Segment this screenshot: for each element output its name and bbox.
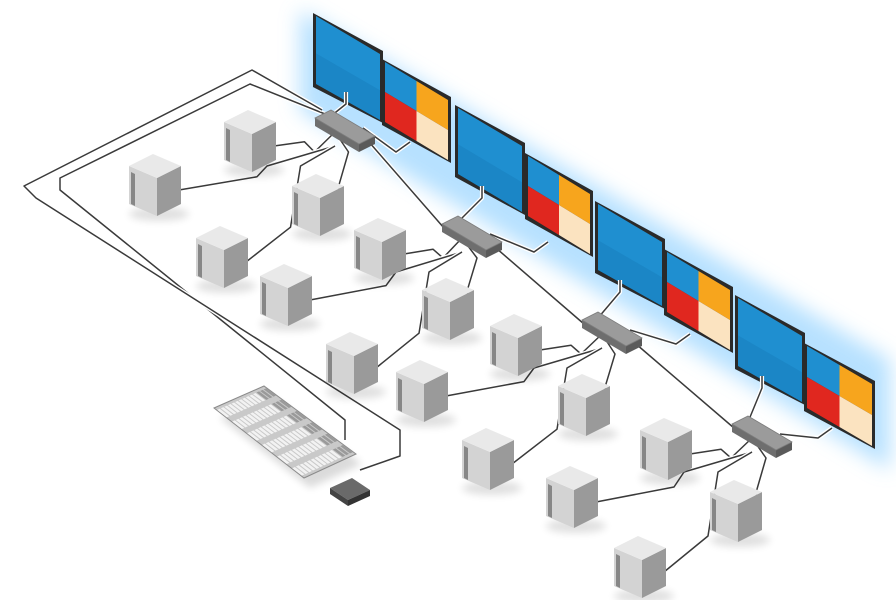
monitor-screen-blue — [458, 108, 522, 212]
computer-tower-icon — [614, 536, 674, 600]
cable-console-loop — [59, 83, 346, 440]
computer-tower-icon — [224, 110, 284, 177]
cable-switch-chain — [368, 141, 445, 229]
monitor-screen-quad-cell — [559, 205, 590, 254]
monitor-screen-blue — [738, 298, 802, 402]
cable-switch-to-monitor — [779, 427, 833, 439]
cable-switch-to-monitor — [747, 376, 763, 423]
monitor-screen-quad-cell — [667, 252, 699, 301]
computer-tower-icon — [462, 428, 522, 495]
mouse-icon — [330, 478, 370, 506]
cable-computer-to-switch — [539, 333, 603, 355]
computer-tower-icon — [710, 480, 770, 547]
monitor-screen-quad-cell — [385, 62, 417, 111]
monitor-screen-quad-cell — [385, 92, 417, 141]
monitor-screen-blue — [598, 204, 662, 306]
monitor-wall — [313, 13, 875, 449]
kvm-switch-icon — [731, 415, 793, 458]
monitor-screen-quad-cell — [807, 346, 840, 396]
cable-switch-to-monitor — [489, 233, 549, 253]
cable-switch-to-monitor — [597, 280, 621, 319]
keyboard-icon — [213, 385, 362, 488]
monitor-screen-blue — [316, 16, 380, 120]
computer-tower-icon — [326, 332, 386, 399]
monitor-screen-shade — [316, 53, 380, 120]
computer-tower-icon — [640, 418, 700, 485]
cable-switch-chain — [495, 247, 585, 325]
monitor-screen-quad-cell — [807, 377, 840, 427]
monitor-screen-quad-cell — [698, 301, 730, 350]
computer-tower-icon — [260, 264, 320, 331]
monitor-screen-quad-cell — [528, 156, 559, 205]
computer-tower-icon — [196, 226, 256, 293]
cable-computer-to-switch — [273, 131, 336, 153]
monitor-screen-quad-cell — [559, 175, 590, 224]
monitor-screen-shade — [738, 335, 802, 402]
computer-tower-icon — [354, 218, 414, 285]
computer-tower-icon — [490, 314, 550, 381]
computer-tower-icon — [422, 278, 482, 345]
monitor-screen-quad-cell — [416, 111, 448, 160]
cable-switch-to-monitor — [330, 92, 347, 117]
cable-switch-chain — [635, 343, 735, 429]
computer-tower-icon — [558, 374, 618, 441]
cable-switch-to-monitor — [629, 329, 691, 345]
monitor-screen-quad-cell — [698, 271, 730, 320]
monitor-screen-shade — [598, 240, 662, 306]
computer-tower-icon — [396, 360, 456, 427]
cable-switch-to-monitor — [457, 186, 483, 223]
computer-tower-icon — [129, 154, 189, 221]
monitor-screen-quad-cell — [839, 365, 872, 415]
monitor-screen-quad-cell — [667, 282, 699, 331]
monitor-screen-quad-cell — [839, 396, 872, 446]
cable-computer-to-switch — [689, 437, 753, 459]
kvm-switch-icon — [581, 311, 643, 354]
kvm-switch-icon — [441, 215, 503, 258]
computer-tower-icon — [292, 174, 352, 241]
monitor-screen-quad-cell — [528, 186, 559, 235]
computer-tower-icon — [546, 466, 606, 533]
monitor-screen-shade — [458, 144, 522, 212]
cable-console-loop — [23, 69, 401, 471]
cable-computer-to-switch — [403, 237, 463, 259]
monitor-screen-quad-cell — [416, 81, 448, 130]
device-layer — [129, 109, 793, 600]
kvm-switch-icon — [314, 109, 376, 152]
